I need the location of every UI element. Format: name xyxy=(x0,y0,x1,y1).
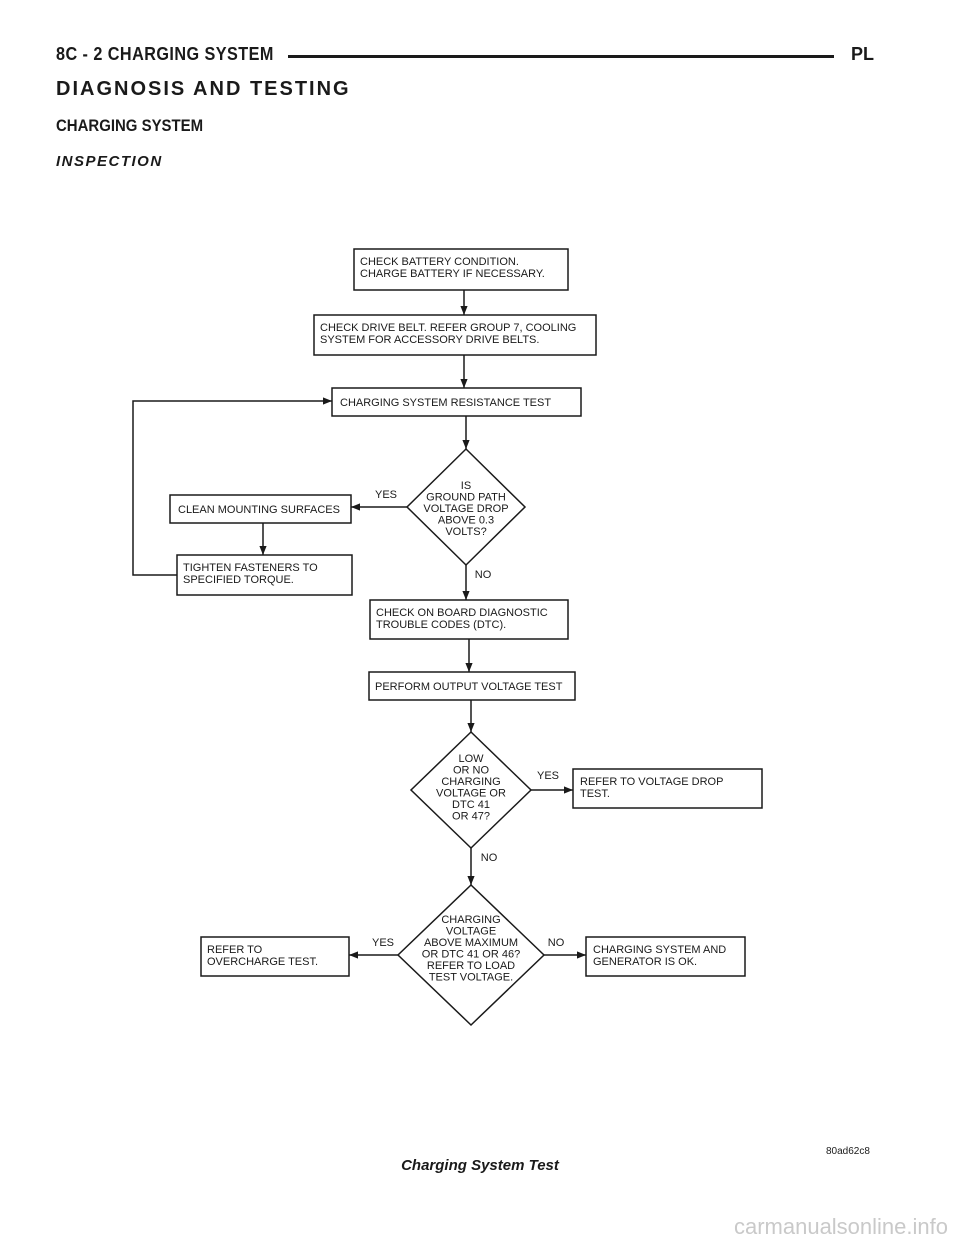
decision-ground-path-line: VOLTAGE DROP xyxy=(423,503,508,515)
box-belt-line: SYSTEM FOR ACCESSORY DRIVE BELTS. xyxy=(320,334,539,346)
heading-charging-system: CHARGING SYSTEM xyxy=(56,116,204,135)
page-header: 8C - 2 CHARGING SYSTEM PL xyxy=(56,44,874,70)
box-tighten-line: SPECIFIED TORQUE. xyxy=(183,574,294,586)
box-battery xyxy=(353,248,569,291)
decision-ground-path-line: GROUND PATH xyxy=(426,492,506,504)
figure-caption: Charging System Test xyxy=(401,1157,559,1174)
decision-above-max-line: REFER TO LOAD xyxy=(427,960,515,972)
heading-inspection: INSPECTION xyxy=(56,153,163,170)
decision-ground-path-line: VOLTS? xyxy=(445,526,486,538)
decision-above-max-line: ABOVE MAXIMUM xyxy=(424,937,518,949)
decision-above-max-line: TEST VOLTAGE. xyxy=(429,972,513,984)
figure-id: 80ad62c8 xyxy=(826,1146,870,1157)
heading-diagnosis: DIAGNOSIS AND TESTING xyxy=(56,78,351,100)
box-vdrop xyxy=(572,768,763,809)
box-battery-line: CHARGE BATTERY IF NECESSARY. xyxy=(360,268,545,280)
arrow-loop-back xyxy=(132,397,332,576)
box-ok-line: CHARGING SYSTEM AND xyxy=(593,944,726,956)
box-belt-line: CHECK DRIVE BELT. REFER GROUP 7, COOLING xyxy=(320,322,576,334)
decision-above-max-line: CHARGING xyxy=(441,914,500,926)
box-resistance xyxy=(331,387,582,417)
box-battery-line: CHECK BATTERY CONDITION. xyxy=(360,256,519,268)
label-no-ground-line: NO xyxy=(475,569,492,581)
box-resistance-line: CHARGING SYSTEM RESISTANCE TEST xyxy=(340,397,551,409)
decision-ground-path-line: ABOVE 0.3 xyxy=(438,515,494,527)
header-section: 8C - 2 CHARGING SYSTEM xyxy=(56,44,282,65)
decision-above-max-line: VOLTAGE xyxy=(446,926,496,938)
label-no-low-line: NO xyxy=(481,852,498,864)
box-output xyxy=(368,671,576,701)
label-yes-low-line: YES xyxy=(537,770,559,782)
decision-low-charging-line: CHARGING xyxy=(441,776,500,788)
header-rule xyxy=(288,55,834,58)
box-clean-line: CLEAN MOUNTING SURFACES xyxy=(178,504,340,516)
watermark: carmanualsonline.info xyxy=(733,1214,948,1239)
decision-low-charging-line: OR 47? xyxy=(452,811,490,823)
decision-low-charging-line: OR NO xyxy=(453,765,490,777)
box-vdrop-line: REFER TO VOLTAGE DROP xyxy=(580,776,723,788)
box-overcharge-line: OVERCHARGE TEST. xyxy=(207,956,318,968)
box-tighten-line: TIGHTEN FASTENERS TO xyxy=(183,562,318,574)
box-overcharge-line: REFER TO xyxy=(207,944,263,956)
decision-above-max xyxy=(396,883,546,1027)
box-dtc-line: TROUBLE CODES (DTC). xyxy=(376,619,506,631)
header-code: PL xyxy=(844,44,874,65)
box-output-line: PERFORM OUTPUT VOLTAGE TEST xyxy=(375,681,563,693)
decision-above-max-line: OR DTC 41 OR 46? xyxy=(422,949,520,961)
box-dtc-line: CHECK ON BOARD DIAGNOSTIC xyxy=(376,607,548,619)
decision-ground-path-line: IS xyxy=(461,480,471,492)
label-yes-max-line: YES xyxy=(372,937,394,949)
decision-low-charging-line: LOW xyxy=(458,753,484,765)
label-no-max-line: NO xyxy=(548,937,565,949)
box-belt xyxy=(313,314,597,356)
box-ok xyxy=(585,936,746,977)
label-yes-ground-line: YES xyxy=(375,489,397,501)
box-ok-line: GENERATOR IS OK. xyxy=(593,956,697,968)
box-vdrop-line: TEST. xyxy=(580,788,610,800)
decision-low-charging-line: VOLTAGE OR xyxy=(436,788,506,800)
decision-low-charging-line: DTC 41 xyxy=(452,799,490,811)
